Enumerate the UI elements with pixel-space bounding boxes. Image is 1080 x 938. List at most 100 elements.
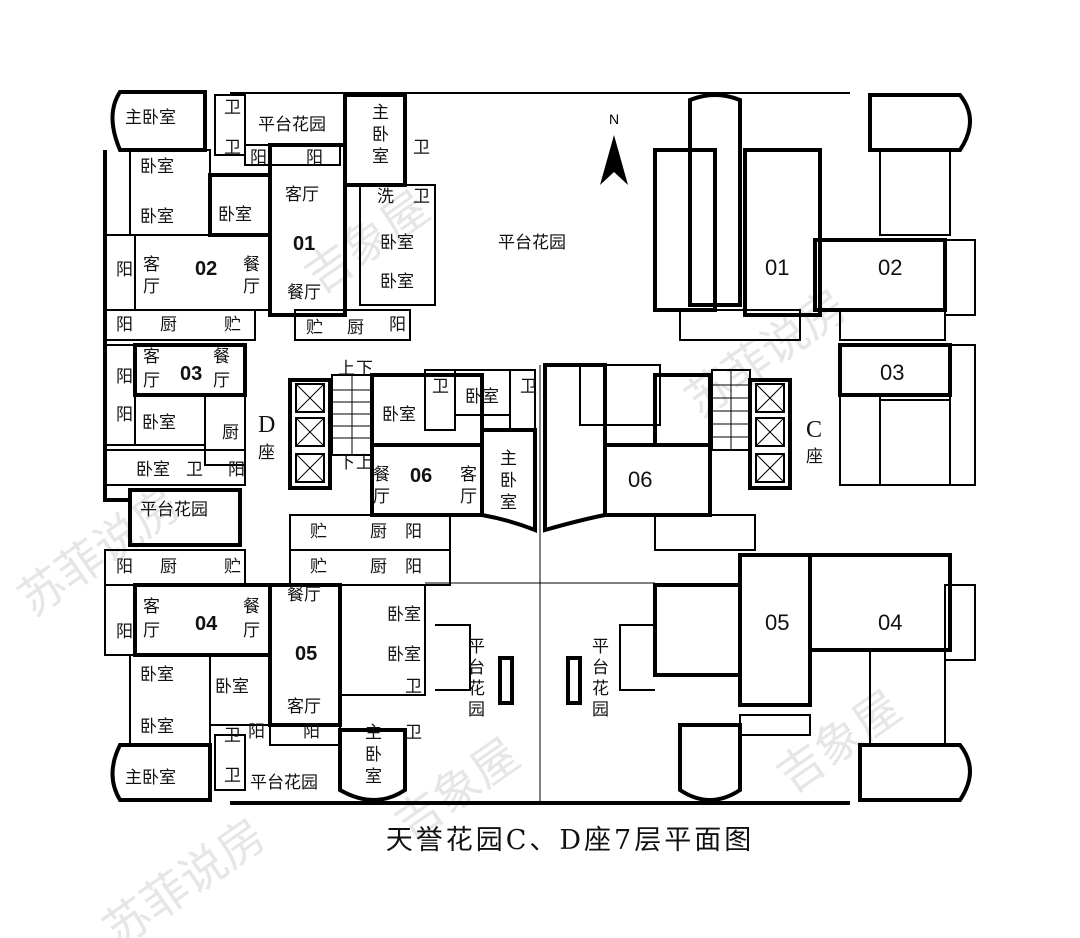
room-label: 卫 (432, 377, 449, 397)
room-label: 平台花园 (250, 773, 318, 793)
room-label: 贮 (224, 557, 241, 577)
room-label: 卫 (186, 460, 203, 480)
room-label: 厨 (222, 423, 239, 443)
room-label: 厅 (243, 277, 260, 297)
room-label: 主卧室 (125, 108, 176, 128)
room-label: 卧室 (136, 460, 170, 480)
unit-label-c04: 04 (878, 610, 902, 635)
room-label: 餐 (243, 255, 260, 275)
north-arrow-icon (600, 135, 628, 185)
room-label: 阳 (116, 405, 133, 425)
room-label: 贮 (224, 315, 241, 335)
room-label: 阳 (405, 522, 422, 542)
room-label: 厅 (460, 487, 477, 507)
tower-label-d: D (258, 412, 275, 438)
unit-label-c06: 06 (628, 467, 652, 492)
room-label: 卫 (413, 187, 430, 207)
unit-label-d03: 03 (180, 363, 202, 385)
room-label: 阳 (250, 148, 267, 168)
room-label: 餐厅 (287, 585, 321, 605)
room-label: 卧室 (380, 233, 414, 253)
room-label: 主 (500, 449, 517, 469)
room-label: 平台花园 (140, 500, 208, 520)
room-label: 厅 (243, 621, 260, 641)
room-label: 阳 (116, 557, 133, 577)
room-label: 阳 (116, 622, 133, 642)
room-label: 平 (592, 637, 609, 657)
tower-d (103, 90, 537, 802)
room-label: 客 (460, 465, 477, 485)
room-label: 卧室 (382, 405, 416, 425)
room-label: 卧室 (380, 272, 414, 292)
unit-label-d01: 01 (293, 233, 315, 255)
room-label: 阳 (116, 367, 133, 387)
room-label: 客 (143, 347, 160, 367)
room-label: 厨 (347, 318, 364, 338)
room-label: 园 (468, 700, 485, 720)
room-label: 卫 (405, 723, 422, 743)
room-label: 洗 (377, 187, 394, 207)
room-label: 卫 (224, 726, 241, 746)
north-label: N (609, 111, 619, 127)
room-label: 阳 (116, 315, 133, 335)
labels-c: 01 02 03 06 05 04 C 座 平 台 花 园 (592, 255, 904, 720)
room-label: 卫 (413, 138, 430, 158)
stair-label: 上 (338, 359, 355, 379)
room-label: 客厅 (285, 185, 319, 205)
room-label: 卧室 (387, 645, 421, 665)
watermark: 吉象屋 (767, 680, 911, 803)
room-label: 餐 (373, 465, 390, 485)
room-label: 卫 (224, 766, 241, 786)
room-label: 客 (143, 255, 160, 275)
stair-label: 下 (356, 359, 373, 379)
room-label: 卫 (224, 138, 241, 158)
unit-label-c01: 01 (765, 255, 789, 280)
stair-label: 上 (356, 453, 373, 473)
room-label: 厅 (143, 277, 160, 297)
room-label: 卧室 (140, 207, 174, 227)
room-label: 厨 (160, 315, 177, 335)
unit-label-c05: 05 (765, 610, 789, 635)
room-label: 平台花园 (498, 233, 566, 253)
room-label: 客 (143, 597, 160, 617)
room-label: 花 (592, 679, 609, 699)
room-label: 主卧室 (125, 768, 176, 788)
plan-title: 天誉花园C、D座7层平面图 (385, 825, 755, 856)
room-label: 主 (365, 723, 382, 743)
room-label: 贮 (310, 522, 327, 542)
room-label: 卧 (372, 125, 389, 145)
room-label: 卧室 (140, 157, 174, 177)
tower-suffix-c: 座 (806, 447, 823, 467)
room-label: 厨 (160, 557, 177, 577)
room-label: 厨 (370, 522, 387, 542)
unit-label-c03: 03 (880, 360, 904, 385)
outer-boundary (230, 92, 850, 805)
north-arrow: N (600, 111, 628, 185)
room-label: 客厅 (287, 697, 321, 717)
tower-label-c: C (806, 417, 822, 443)
room-label: 花 (468, 679, 485, 699)
room-label: 平台花园 (258, 115, 326, 135)
room-label: 餐 (213, 347, 230, 367)
tower-c (543, 93, 976, 802)
room-label: 室 (365, 767, 382, 787)
room-label: 卫 (405, 677, 422, 697)
room-label: 主 (372, 103, 389, 123)
room-label: 园 (592, 700, 609, 720)
room-label: 厅 (213, 371, 230, 391)
unit-label-d02: 02 (195, 258, 217, 280)
room-label: 卧室 (465, 387, 499, 407)
room-label: 餐厅 (287, 283, 321, 303)
room-label: 平 (468, 637, 485, 657)
labels-d: 主卧室 卫 卫 平台花园 主 卧 室 卫 阳 阳 卧室 卧室 卧室 客厅 01 … (116, 98, 566, 793)
room-label: 阳 (405, 557, 422, 577)
watermark: 苏菲说房 (93, 808, 275, 938)
room-label: 阳 (228, 460, 245, 480)
room-label: 厅 (373, 487, 390, 507)
room-label: 卧 (365, 745, 382, 765)
watermark: 苏菲说房 (675, 278, 857, 428)
unit-label-d04: 04 (195, 613, 218, 635)
unit-label-d06: 06 (410, 465, 432, 487)
room-label: 阳 (303, 722, 320, 742)
